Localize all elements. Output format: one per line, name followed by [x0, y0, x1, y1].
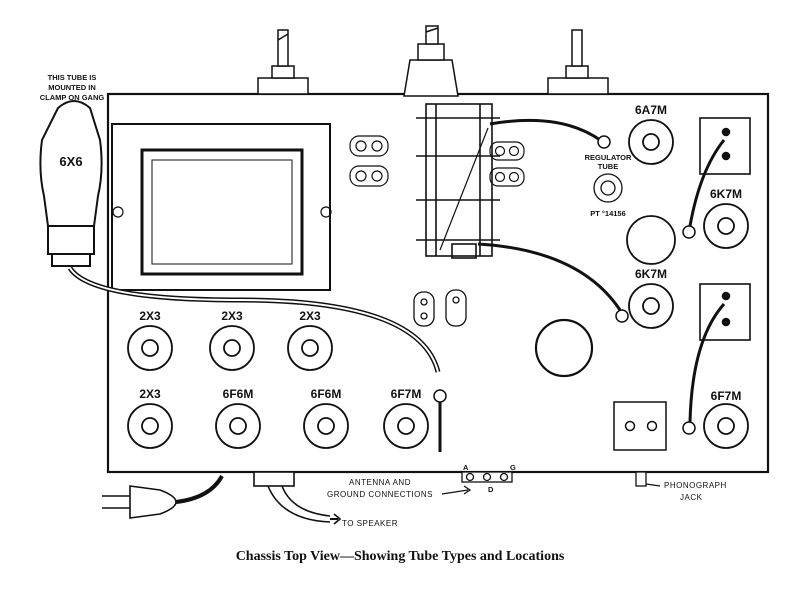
phono-label-line1: PHONOGRAPH — [664, 481, 727, 490]
tube-label-2x3-b: 2X3 — [221, 309, 243, 323]
left-control-shaft — [257, 29, 309, 95]
power-plug — [102, 474, 224, 519]
open-socket-hole — [534, 318, 594, 378]
tube-label-6x6: 6X6 — [59, 154, 82, 169]
tube-label-6k7m-mid: 6K7M — [635, 267, 667, 281]
tube-label-2x3-c: 2X3 — [299, 309, 321, 323]
antenna-terminal-a: A — [463, 463, 469, 472]
speaker-cable — [253, 471, 342, 525]
tube-label-6k7m-top: 6K7M — [710, 187, 742, 201]
socket-6f6m-a — [215, 403, 261, 449]
socket-2x3-b — [209, 325, 255, 371]
socket-6f7m-bottom — [383, 403, 429, 449]
tube-label-2x3-d: 2X3 — [139, 387, 161, 401]
terminal-screws — [349, 135, 525, 187]
phono-jack — [635, 471, 661, 487]
tube-label-6f7m-right: 6F7M — [711, 389, 742, 403]
regulator-tube — [593, 173, 623, 203]
open-socket-hole — [626, 215, 676, 265]
grid-cap-lead — [688, 303, 726, 423]
regulator-label-line2: TUBE — [598, 162, 618, 171]
socket-6f6m-b — [303, 403, 349, 449]
lead-to-6a7m — [489, 118, 601, 142]
part-number: PT °14156 — [590, 209, 626, 218]
socket-2x3-a — [127, 325, 173, 371]
socket-6f7m-right — [703, 403, 749, 449]
tube-label-6f6m-a: 6F6M — [223, 387, 254, 401]
resistor-clips — [413, 289, 467, 327]
mounted-note-line2: MOUNTED IN — [48, 83, 96, 92]
socket-6a7m — [628, 119, 674, 165]
phono-label-line2: JACK — [680, 493, 703, 502]
socket-2x3-d — [127, 403, 173, 449]
tuning-gang — [416, 103, 500, 259]
tube-label-6a7m: 6A7M — [635, 103, 667, 117]
mounted-note-line3: CLAMP ON GANG — [40, 93, 105, 102]
antenna-label-line2: GROUND CONNECTIONS — [327, 490, 433, 499]
mounted-note-line1: THIS TUBE IS — [48, 73, 97, 82]
right-control-shaft — [547, 29, 609, 95]
center-control-shaft — [403, 25, 459, 97]
grid-cap-lead — [688, 139, 726, 227]
tube-label-2x3-a: 2X3 — [139, 309, 161, 323]
antenna-terminal-g: G — [510, 463, 516, 472]
antenna-label-line1: ANTENNA AND — [349, 478, 411, 487]
antenna-terminal-d: D — [488, 485, 494, 494]
socket-2x3-c — [287, 325, 333, 371]
tube-label-6f7m-bottom: 6F7M — [391, 387, 422, 401]
figure-caption: Chassis Top View—Showing Tube Types and … — [236, 549, 565, 564]
speaker-label: TO SPEAKER — [342, 519, 398, 528]
socket-6k7m-top — [703, 203, 749, 249]
antenna-terminals — [441, 471, 513, 495]
socket-6k7m-mid — [628, 283, 674, 329]
terminal-block — [613, 401, 667, 451]
power-transformer — [111, 123, 332, 291]
tube-6x6-bulb — [39, 100, 103, 267]
regulator-label-line1: REGULATOR — [585, 153, 632, 162]
lead-to-6k7m — [477, 242, 622, 311]
tube-label-6f6m-b: 6F6M — [311, 387, 342, 401]
